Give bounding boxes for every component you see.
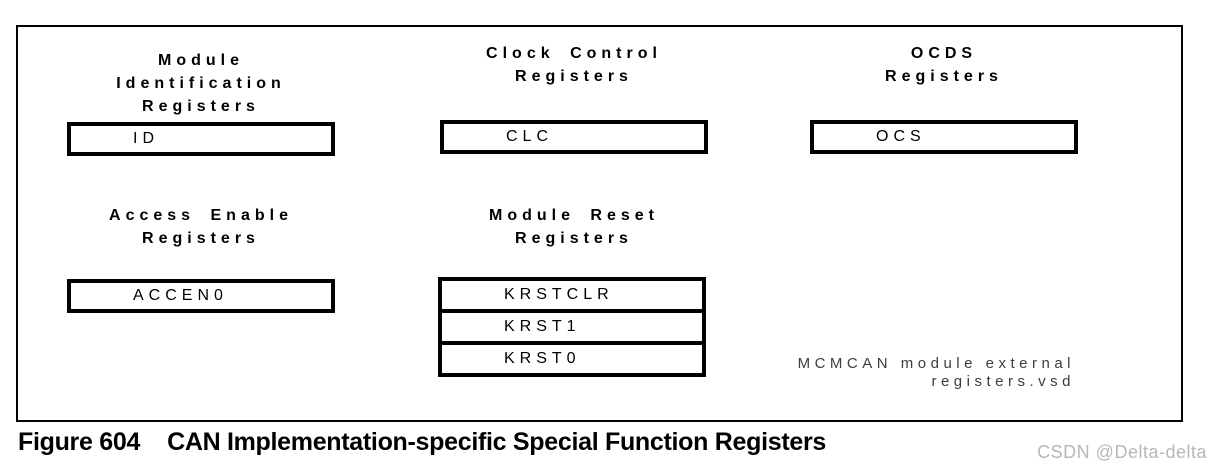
group-heading-line: Registers — [515, 230, 633, 247]
group-heading-line: Clock Control — [486, 45, 662, 62]
register-box-accen0: ACCEN0 — [67, 279, 335, 313]
register-box-ocs: OCS — [810, 120, 1078, 154]
group-heading-ocds: OCDS Registers — [810, 42, 1078, 88]
register-box-id: ID — [67, 122, 335, 156]
vsd-source-note-line: MCMCAN module external — [797, 355, 1075, 372]
register-box-clc: CLC — [440, 120, 708, 154]
figure-caption-title: CAN Implementation-specific Special Func… — [167, 428, 826, 456]
group-heading-line: Module — [158, 52, 244, 69]
register-box-krstclr: KRSTCLR — [442, 281, 702, 313]
watermark: CSDN @Delta-delta — [1037, 442, 1207, 462]
vsd-source-note-line: registers.vsd — [931, 373, 1075, 390]
group-heading-module-reset: Module Reset Registers — [440, 204, 708, 250]
group-heading-line: Registers — [142, 230, 260, 247]
group-heading-clock-control: Clock Control Registers — [440, 42, 708, 88]
group-heading-module-identification: Module Identification Registers — [67, 49, 335, 118]
figure-caption-label: Figure 604 — [18, 428, 141, 456]
vsd-source-note: MCMCAN module external registers.vsd — [798, 355, 1075, 391]
register-box-krst1: KRST1 — [442, 313, 702, 345]
group-heading-line: Registers — [885, 68, 1003, 85]
figure-caption: Figure 604 CAN Implementation-specific Sp… — [18, 428, 826, 457]
group-heading-line: Access Enable — [109, 207, 293, 224]
group-heading-line: Registers — [515, 68, 633, 85]
group-heading-line: Module Reset — [488, 207, 659, 224]
register-box-krst0: KRST0 — [504, 350, 581, 367]
group-heading-line: Identification — [116, 75, 286, 92]
register-stack-module-reset: KRSTCLR KRST1 KRST0 — [438, 277, 706, 377]
group-heading-access-enable: Access Enable Registers — [67, 204, 335, 250]
group-heading-line: Registers — [142, 98, 260, 115]
group-heading-line: OCDS — [910, 45, 978, 62]
